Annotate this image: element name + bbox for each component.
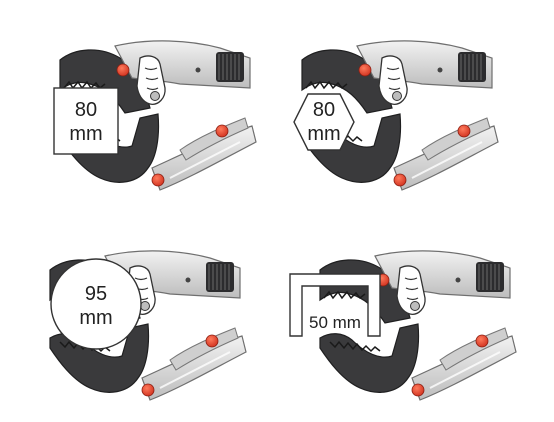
panel4-size-label: 50 mm — [309, 313, 361, 332]
panel-flat-profile-clamp: 50 mm — [289, 249, 517, 401]
panel1-size-value: 80 — [75, 99, 97, 121]
panel1-size-unit: mm — [69, 123, 102, 145]
channel-profile — [289, 273, 381, 337]
panel-hexagon-clamp: 80 mm — [293, 39, 499, 192]
hexagon-profile — [293, 93, 355, 151]
panel-square-clamp: 80 mm — [53, 39, 257, 192]
panel3-size-unit: mm — [79, 307, 112, 329]
panel-round-clamp: 95 mm — [49, 249, 247, 401]
panel2-size-value: 80 — [313, 99, 335, 121]
square-profile — [53, 87, 119, 155]
round-profile — [50, 258, 142, 350]
panel3-size-value: 95 — [85, 283, 107, 305]
panel2-size-unit: mm — [307, 123, 340, 145]
